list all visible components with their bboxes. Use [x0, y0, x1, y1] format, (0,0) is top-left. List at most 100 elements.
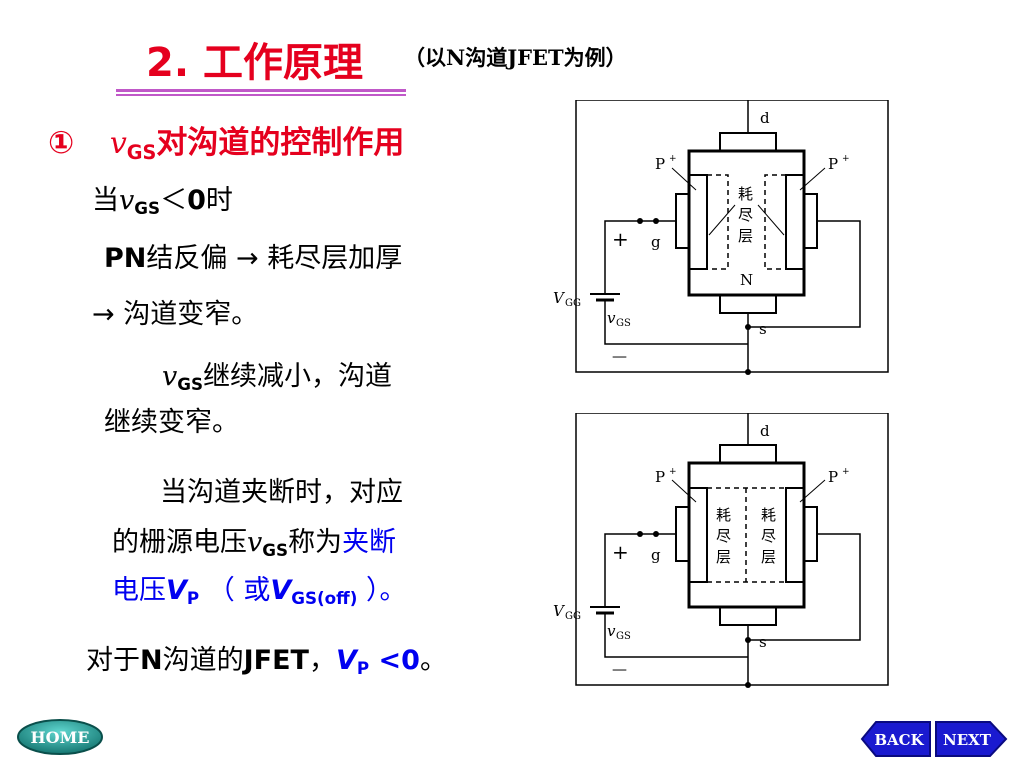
home-label[interactable]: HOME — [31, 728, 90, 747]
section-heading: ① vGS对沟道的控制作用 — [48, 117, 405, 165]
gate-node — [653, 218, 659, 224]
t: 夹断 — [342, 527, 397, 558]
t: <0 — [369, 645, 420, 676]
t: ＜ — [160, 185, 188, 216]
right-gate-contact — [803, 193, 818, 249]
depletion-pointer-right — [757, 204, 785, 236]
t: 称为 — [288, 527, 343, 558]
label-vgg: V — [553, 602, 566, 620]
label-depletion-char: 耗 — [761, 506, 776, 524]
left-gate-contact — [675, 506, 690, 562]
section-marker: ① — [48, 125, 75, 161]
t: 当 — [92, 185, 119, 216]
page-title: 2. 工作原理 — [146, 30, 363, 88]
text-line-8: 电压VP （ 或VGS(off) ）。 — [112, 568, 407, 609]
back-label[interactable]: BACK — [874, 731, 924, 749]
label-vgg-sub: GG — [565, 611, 581, 622]
label-g: g — [651, 233, 661, 251]
label-depletion-char: 耗 — [716, 506, 731, 524]
var: V — [335, 645, 357, 676]
sub: GS — [134, 198, 161, 219]
left-gate-wire — [604, 220, 676, 294]
jfet-diagram-top: d P + P + 耗 尽 层 N g s + — V GG v GS — [553, 100, 889, 375]
text-line-5: 继续变窄。 — [104, 400, 239, 439]
t: 沟道的 — [162, 645, 244, 676]
left-gate-contact — [675, 193, 690, 249]
text-line-7: 的栅源电压vGS称为夹断 — [112, 520, 397, 560]
label-vgs: v — [607, 309, 616, 327]
t: JFET — [243, 645, 309, 676]
label-depletion-char: 尽 — [761, 527, 776, 545]
next-label[interactable]: NEXT — [943, 731, 992, 749]
t: ）。 — [357, 575, 407, 606]
left-depletion-boundary — [707, 174, 729, 270]
left-p-region — [688, 174, 708, 270]
sub: GS — [177, 374, 204, 395]
text-line-9: 对于N沟道的JFET，VP <0。 — [86, 638, 447, 678]
label-vgs: v — [607, 622, 616, 640]
t: 耗尽层加厚 — [258, 243, 403, 274]
back-button[interactable]: BACK — [860, 719, 932, 759]
left-p-region — [688, 487, 708, 583]
t: PN — [104, 243, 147, 274]
section-var-sub: GS — [126, 141, 157, 165]
battery-return-wire — [604, 613, 748, 658]
label-minus: — — [612, 347, 627, 365]
t: 的栅源电压 — [112, 527, 247, 558]
title-underline — [116, 89, 406, 92]
home-button-shape[interactable] — [17, 719, 103, 755]
t: 当沟道夹断时，对应 — [160, 477, 403, 508]
gate-node — [637, 218, 643, 224]
t: 继续变窄。 — [104, 407, 239, 438]
source-node — [745, 324, 751, 330]
label-depletion-char: 耗 — [738, 185, 753, 203]
text-line-1: 当vGS＜0时 — [92, 178, 233, 219]
var: v — [162, 361, 178, 392]
gate-node — [637, 531, 643, 537]
label-g: g — [651, 546, 661, 564]
figure-frame — [575, 100, 889, 373]
label-depletion-char: 层 — [716, 548, 731, 566]
p-left-pointer — [671, 479, 697, 503]
title-text: 工作原理 — [202, 40, 363, 86]
label-p-left: P — [655, 155, 665, 173]
label-vgg: V — [553, 289, 566, 307]
sub: GS(off) — [291, 588, 358, 609]
arrow-icon: → — [92, 299, 115, 330]
title-underline-second — [116, 94, 406, 96]
jfet-diagram-bottom: d P + P + 耗 尽 层 耗 尽 层 g s + — V GG v GS — [553, 413, 889, 688]
home-button[interactable]: HOME — [16, 717, 106, 757]
t: （ 或 — [199, 575, 271, 606]
arrow-icon: → — [235, 243, 259, 274]
back-arrow-icon[interactable] — [860, 721, 931, 757]
left-gate-wire — [604, 533, 676, 607]
section-text: 对沟道的控制作用 — [156, 125, 405, 161]
label-s: s — [759, 633, 767, 651]
label-p-left-sup: + — [669, 467, 677, 477]
text-line-3: → 沟道变窄。 — [92, 292, 258, 331]
page-subtitle: （以N沟道JFET为例） — [404, 45, 627, 70]
right-depletion-boundary — [764, 174, 786, 270]
source-contact — [719, 294, 777, 314]
text-line-6: 当沟道夹断时，对应 — [160, 470, 403, 509]
label-d: d — [760, 109, 770, 127]
section-var: v — [109, 126, 127, 161]
battery-return-wire — [604, 300, 748, 345]
depletion-pointer-left — [708, 204, 736, 236]
gate-node — [653, 531, 659, 537]
label-depletion-char: 层 — [761, 548, 776, 566]
label-d: d — [760, 422, 770, 440]
t: N — [140, 645, 163, 676]
label-plus: + — [612, 227, 629, 251]
t: 时 — [205, 185, 233, 216]
next-button[interactable]: NEXT — [934, 719, 1008, 759]
title-number: 2. — [146, 40, 190, 86]
next-arrow-icon[interactable] — [935, 721, 1008, 757]
label-vgs-sub: GS — [616, 631, 631, 642]
label-p-right-sup: + — [842, 154, 850, 164]
label-vgg-sub: GG — [565, 298, 581, 309]
p-right-pointer — [799, 479, 826, 503]
source-node — [745, 637, 751, 643]
var: V — [166, 575, 187, 606]
source-contact — [719, 606, 777, 626]
